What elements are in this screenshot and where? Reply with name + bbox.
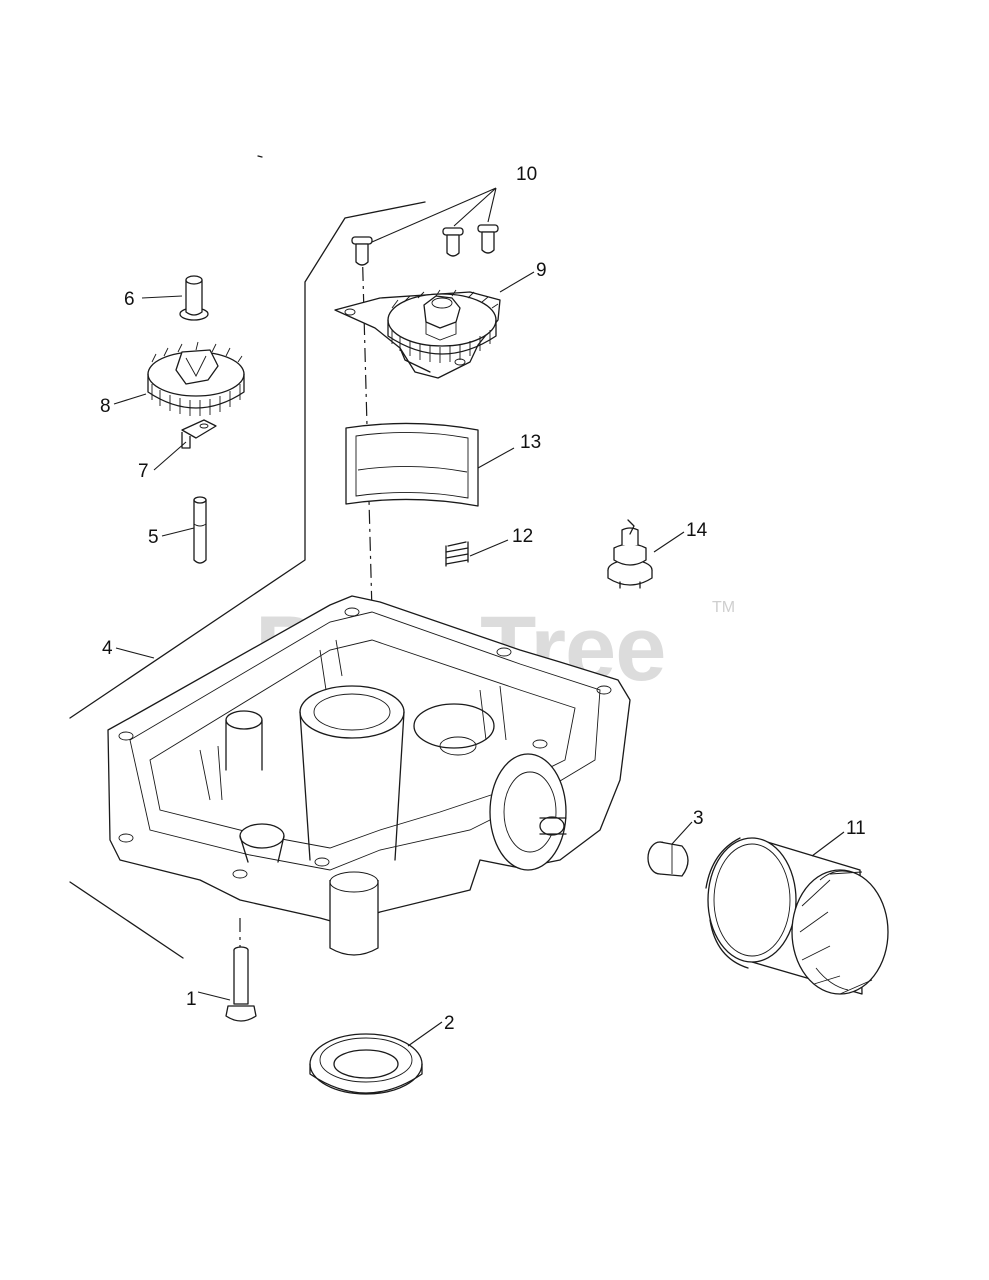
part-8-gear — [147, 341, 245, 416]
callout-1: 1 — [186, 989, 197, 1010]
part-7-washer — [181, 419, 217, 449]
callout-7: 7 — [138, 461, 149, 482]
callout-13: 13 — [520, 432, 541, 453]
leader-lines — [113, 187, 845, 1047]
callout-14: 14 — [686, 520, 708, 541]
part-6-shaft — [179, 275, 209, 321]
part-10-bolts — [351, 224, 499, 266]
callout-12: 12 — [512, 526, 533, 547]
boundary-lines — [69, 155, 426, 959]
bolt-10a — [351, 236, 373, 266]
callout-10: 10 — [516, 164, 537, 185]
watermark-trademark: TM — [712, 599, 735, 616]
part-9-oil-pump — [334, 289, 501, 379]
callout-2: 2 — [444, 1013, 455, 1034]
part-13-screen — [345, 422, 479, 507]
callout-5: 5 — [148, 527, 159, 548]
part-4-crankcase-cover — [107, 595, 631, 956]
callout-8: 8 — [100, 396, 111, 417]
callout-3: 3 — [693, 808, 704, 829]
bolt-10c — [477, 224, 499, 254]
callout-6: 6 — [124, 289, 135, 310]
part-14-pressure-switch — [607, 519, 653, 589]
callout-9: 9 — [536, 260, 547, 281]
part-2-oil-seal — [309, 1033, 423, 1095]
callout-4: 4 — [102, 638, 113, 659]
callout-11: 11 — [846, 818, 866, 839]
part-3-plug — [647, 841, 689, 877]
part-11-oil-filter — [705, 837, 889, 995]
part-12-spring — [445, 541, 469, 567]
bolt-10b — [442, 227, 464, 257]
part-1-bolt — [225, 946, 257, 1022]
callout-labels: 1 2 3 4 5 6 7 8 9 10 11 12 13 14 — [100, 164, 866, 1034]
part-5-pin — [193, 496, 207, 564]
